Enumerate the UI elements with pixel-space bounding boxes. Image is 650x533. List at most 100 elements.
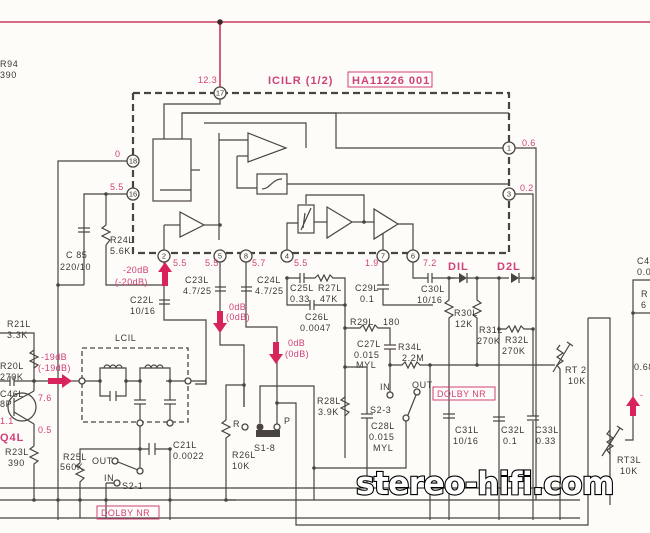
svg-text:(0dB): (0dB): [226, 312, 250, 322]
svg-text:1: 1: [507, 144, 511, 153]
svg-text:0dB: 0dB: [288, 338, 305, 348]
svg-text:P: P: [284, 416, 291, 426]
svg-text:10/16: 10/16: [130, 306, 156, 316]
svg-text:(-20dB): (-20dB): [115, 277, 148, 287]
svg-text:2.2M: 2.2M: [402, 353, 424, 363]
svg-text:5.5: 5.5: [294, 258, 308, 268]
svg-text:C46L: C46L: [0, 389, 24, 399]
switch-s2-3: IN OUT S2-3: [312, 365, 432, 520]
svg-text:12.3: 12.3: [198, 75, 217, 85]
svg-text:7.2: 7.2: [423, 258, 437, 268]
svg-text:-19dB: -19dB: [41, 352, 67, 362]
svg-text:R: R: [233, 419, 240, 429]
lc1l-label: LCIL: [115, 333, 136, 343]
svg-text:0.1: 0.1: [360, 294, 374, 304]
svg-text:S2-1: S2-1: [122, 481, 143, 491]
svg-text:0.0022: 0.0022: [173, 451, 204, 461]
svg-text:0.5: 0.5: [38, 425, 52, 435]
c23l: C23L 4.7/25: [183, 275, 226, 296]
dolby-nr-label-2: DOLBY NR: [432, 386, 496, 401]
svg-text:C4: C4: [637, 256, 650, 266]
svg-text:C23L: C23L: [185, 275, 209, 285]
svg-text:6: 6: [411, 252, 415, 261]
pin-6: 6: [406, 249, 420, 263]
r24l: R24L 5.6K: [100, 224, 133, 256]
pin-18: 18: [126, 154, 140, 168]
level-arrow-pin5: 0dB (0dB): [213, 302, 250, 333]
svg-text:2: 2: [162, 252, 166, 261]
level-arrow-pin8: 0dB (0dB): [269, 338, 309, 364]
svg-text:4.7/25: 4.7/25: [183, 286, 212, 296]
svg-text:0.2: 0.2: [520, 183, 534, 193]
svg-text:0: 0: [115, 149, 120, 159]
svg-text:R23L: R23L: [5, 447, 29, 457]
svg-text:C21L: C21L: [173, 440, 197, 450]
svg-text:OUT: OUT: [92, 456, 113, 466]
c85: C 85 220/10: [60, 227, 91, 272]
level-arrow-lc-input: -19dB (-19dB): [38, 352, 72, 388]
svg-text:4: 4: [285, 252, 289, 261]
svg-text:R20L: R20L: [0, 361, 24, 371]
r29l-c27l-r34l: R29L 180 C27L 0.015 MYL R34L 2.2M: [343, 305, 432, 458]
svg-text:C29L: C29L: [355, 283, 379, 293]
svg-text:6: 6: [641, 300, 647, 310]
svg-text:S2-3: S2-3: [370, 405, 391, 415]
c22l: C22L 10/16: [130, 295, 170, 316]
svg-text:C25L: C25L: [290, 283, 314, 293]
svg-text:(-19dB): (-19dB): [38, 363, 71, 373]
svg-text:560K: 560K: [60, 462, 83, 472]
level-annotations: -20dB (-20dB) 0dB (0dB) 0dB (0dB) -19dB …: [38, 262, 640, 416]
svg-text:5.5: 5.5: [205, 258, 219, 268]
svg-text:RT 2: RT 2: [565, 365, 587, 375]
svg-text:0dB: 0dB: [229, 302, 246, 312]
svg-text:R32L: R32L: [505, 335, 529, 345]
switch-s1-8: R P S1-8 R26L 10K: [220, 318, 589, 526]
svg-text:MYL: MYL: [356, 360, 376, 370]
svg-text:270K: 270K: [0, 372, 23, 382]
right-edge: RT3L 10K C4 0.0 R 6 0.68 -: [588, 256, 650, 505]
level-arrow-right: [626, 396, 640, 416]
detector-network: DIL D2L C30L 10/16 R30L 12K R31L 270K R3…: [412, 261, 555, 520]
svg-text:10K: 10K: [568, 376, 586, 386]
pin-16: 16: [126, 187, 140, 201]
svg-text:0.6: 0.6: [522, 138, 536, 148]
svg-text:0.1: 0.1: [503, 436, 517, 446]
pin-17: 17: [213, 86, 227, 100]
svg-text:10K: 10K: [232, 461, 250, 471]
watermark: stereo-hifi.com: [356, 466, 614, 502]
svg-text:220/10: 220/10: [60, 262, 91, 272]
level-arrow-pin2: -20dB (-20dB): [115, 262, 172, 287]
q4l-stage: R21L 3.3K R20L 270K C46L 8P 7.6 0.5 1.1 …: [0, 319, 64, 500]
ic-part-box: [347, 71, 433, 88]
svg-text:-20dB: -20dB: [123, 265, 149, 275]
svg-text:R21L: R21L: [7, 319, 31, 329]
svg-text:0.0: 0.0: [637, 267, 650, 277]
svg-text:180: 180: [383, 317, 400, 327]
svg-text:DOLBY NR: DOLBY NR: [101, 508, 150, 518]
svg-text:R34L: R34L: [398, 342, 422, 352]
r94-ref: R94: [0, 59, 18, 69]
q4l-label: Q4L: [0, 432, 24, 444]
svg-text:270K: 270K: [477, 336, 500, 346]
svg-text:C22L: C22L: [130, 295, 154, 305]
svg-text:0.68: 0.68: [634, 362, 650, 372]
pin-voltages: 12.3 0 5.5 5.5 5.5 5.7 5.5 1.9 7.2 0.6 0…: [110, 75, 536, 268]
svg-text:8P: 8P: [0, 399, 12, 409]
pin-2: 2: [157, 249, 171, 263]
svg-text:16: 16: [129, 190, 137, 199]
svg-text:1.9: 1.9: [365, 258, 379, 268]
svg-text:C32L: C32L: [501, 425, 525, 435]
svg-text:0.015: 0.015: [369, 432, 395, 442]
ic-boundary: [131, 91, 511, 255]
svg-text:(0dB): (0dB): [285, 349, 309, 359]
svg-text:7: 7: [381, 252, 385, 261]
svg-text:17: 17: [216, 89, 224, 98]
svg-text:3.9K: 3.9K: [318, 407, 339, 417]
svg-text:R28L: R28L: [317, 396, 341, 406]
pin-1: 1: [502, 141, 516, 155]
supply-rail: [0, 19, 650, 88]
c25l-r27l-c26l: C25L 0.33 R27L 47K C26L 0.0047: [285, 273, 347, 333]
svg-text:390: 390: [8, 458, 25, 468]
svg-text:5.6K: 5.6K: [110, 246, 131, 256]
